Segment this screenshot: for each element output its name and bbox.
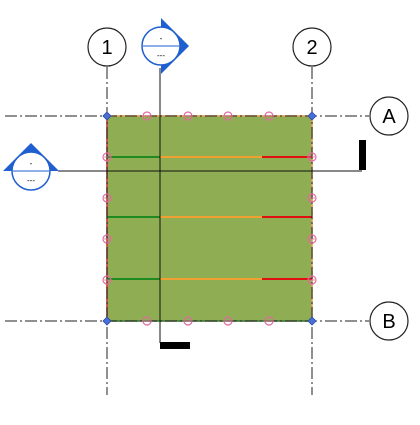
span-node[interactable] xyxy=(223,316,233,326)
grid-head-a[interactable]: A xyxy=(369,96,409,136)
section-marker-left[interactable]: - --- xyxy=(3,143,59,191)
grid-head-2[interactable]: 2 xyxy=(292,27,332,67)
section-marker-top-text: - xyxy=(30,159,33,168)
span-node[interactable] xyxy=(307,234,317,244)
span-node[interactable] xyxy=(264,111,274,121)
floor-slab[interactable] xyxy=(106,115,313,322)
span-node[interactable] xyxy=(183,316,193,326)
corner-marker[interactable] xyxy=(102,111,112,121)
span-node[interactable] xyxy=(102,152,112,162)
span-node[interactable] xyxy=(183,111,193,121)
section-lines xyxy=(58,68,362,343)
section-marker-top-text: - xyxy=(160,34,163,43)
grid-head-b[interactable]: B xyxy=(369,301,409,341)
corner-marker[interactable] xyxy=(102,316,112,326)
grid-head-label: A xyxy=(382,106,396,128)
section-marker-top[interactable]: - --- xyxy=(141,18,189,74)
span-node[interactable] xyxy=(307,193,317,203)
span-node[interactable] xyxy=(223,111,233,121)
section-end-tick-bottom[interactable] xyxy=(160,342,190,349)
section-marker-bottom-text: --- xyxy=(27,176,35,185)
corner-marker[interactable] xyxy=(307,316,317,326)
span-lines xyxy=(107,156,312,280)
span-node[interactable] xyxy=(264,316,274,326)
span-nodes xyxy=(102,111,317,326)
span-node[interactable] xyxy=(307,275,317,285)
grid-head-label: 2 xyxy=(306,37,317,59)
span-node[interactable] xyxy=(102,275,112,285)
span-node[interactable] xyxy=(102,193,112,203)
corner-marker[interactable] xyxy=(307,111,317,121)
section-marker-bottom-text: --- xyxy=(157,51,165,60)
span-node[interactable] xyxy=(102,234,112,244)
span-node[interactable] xyxy=(142,111,152,121)
section-end-tick-right[interactable] xyxy=(359,140,366,170)
corner-markers xyxy=(102,111,317,326)
grid-head-label: 1 xyxy=(101,37,112,59)
span-node[interactable] xyxy=(307,152,317,162)
grid-head-1[interactable]: 1 xyxy=(87,27,127,67)
span-node[interactable] xyxy=(142,316,152,326)
grid-head-label: B xyxy=(382,311,395,333)
